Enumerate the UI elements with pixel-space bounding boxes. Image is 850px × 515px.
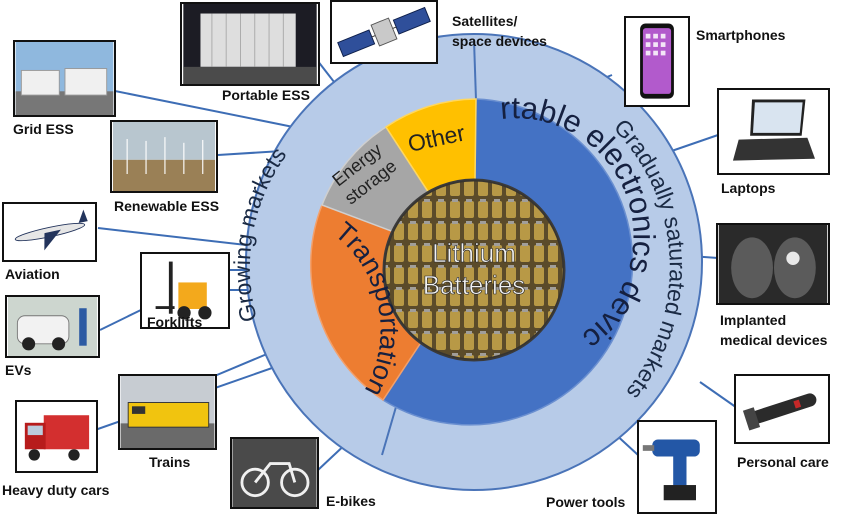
label-heavy-duty-cars: Heavy duty cars: [2, 482, 110, 498]
label-renewable-ess: Renewable ESS: [114, 198, 220, 214]
label-personal-care: Personal care: [737, 454, 829, 470]
label-satellites-line1: Satellites/: [452, 13, 518, 29]
implanted-device-xray-image: [716, 223, 830, 305]
smartphone-image: [624, 16, 690, 107]
center-label-line1: Lithium: [432, 238, 516, 268]
grid-ess-image: [13, 40, 116, 117]
label-grid-ess: Grid ESS: [13, 121, 74, 137]
renewable-ess-image: [110, 120, 218, 193]
label-implanted-line2: medical devices: [720, 332, 828, 348]
label-implanted-line1: Implanted: [720, 312, 787, 328]
label-aviation: Aviation: [5, 266, 60, 282]
label-smartphones: Smartphones: [696, 27, 786, 43]
portable-ess-image: [180, 2, 320, 86]
personal-care-image: [734, 374, 830, 444]
label-e-bikes: E-bikes: [326, 493, 376, 509]
satellite-image: [330, 0, 438, 64]
center-battery-photo: [382, 178, 566, 362]
label-evs: EVs: [5, 362, 32, 378]
e-bike-image: [230, 437, 319, 509]
power-tool-image: [637, 420, 717, 514]
center-label-line2: Batteries: [423, 270, 526, 300]
aviation-image: [2, 202, 97, 262]
forklift-image: [140, 252, 230, 329]
label-satellites-line2: space devices: [452, 33, 547, 49]
laptop-image: [717, 88, 830, 175]
label-portable-ess: Portable ESS: [222, 87, 310, 103]
ev-image: [5, 295, 100, 358]
label-forklifts: Forklifts: [147, 314, 203, 330]
label-power-tools: Power tools: [546, 494, 626, 510]
train-image: [118, 374, 217, 450]
label-trains: Trains: [149, 454, 191, 470]
heavy-duty-truck-image: [15, 400, 98, 473]
label-laptops: Laptops: [721, 180, 776, 196]
